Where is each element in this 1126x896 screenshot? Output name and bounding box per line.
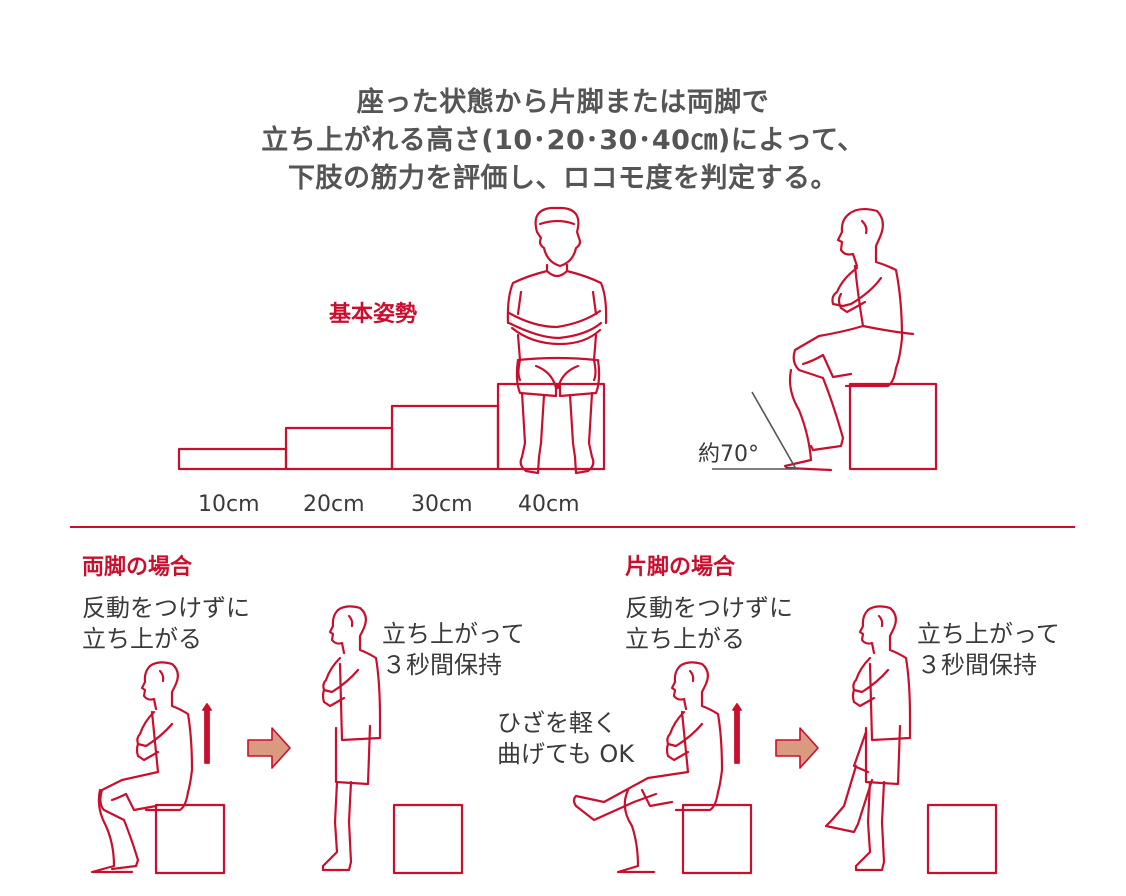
box	[681, 803, 753, 875]
up-arrow-icon	[202, 703, 212, 764]
height-label-20cm: 20cm	[303, 492, 365, 517]
page-title: 座った状態から片脚または両脚で 立ち上がれる高さ(10･20･30･40㎝)によ…	[0, 84, 1126, 198]
right-arrow-icon	[247, 727, 291, 769]
front-seated-figure-icon	[506, 206, 608, 475]
both-legs-step2-text: 立ち上がって ３秒間保持	[382, 619, 525, 681]
seat-box	[848, 382, 938, 471]
step-10cm	[177, 447, 288, 471]
up-arrow-icon	[732, 703, 742, 764]
both-legs-heading: 両脚の場合	[82, 555, 193, 580]
one-leg-note-line1: ひざを軽く	[497, 709, 617, 737]
one-leg-step2-line2: ３秒間保持	[917, 651, 1037, 679]
angle-slanted-line	[751, 391, 797, 470]
one-leg-heading: 片脚の場合	[625, 555, 736, 580]
one-leg-note-line2: 曲げても OK	[497, 740, 635, 768]
both-legs-step1-line1: 反動をつけずに	[82, 594, 250, 622]
side-seated-figure-icon	[783, 207, 938, 472]
right-arrow-icon	[775, 727, 819, 769]
height-label-40cm: 40cm	[518, 492, 580, 517]
step-30cm	[390, 404, 500, 471]
one-leg-step2-line1: 立ち上がって	[917, 620, 1060, 648]
angle-indicator	[712, 391, 798, 470]
both-legs-step2-line1: 立ち上がって	[382, 620, 525, 648]
both-legs-step2-line2: ３秒間保持	[382, 651, 502, 679]
box	[392, 803, 464, 875]
box	[154, 803, 226, 875]
one-leg-step1-text: 反動をつけずに 立ち上がる	[625, 593, 793, 655]
step-20cm	[284, 426, 394, 471]
basic-posture-label: 基本姿勢	[329, 302, 418, 327]
both-legs-seated-figure-icon	[90, 661, 226, 875]
title-line-2: 立ち上がれる高さ(10･20･30･40㎝)によって、	[261, 125, 865, 156]
one-leg-standing-figure-icon	[824, 605, 998, 875]
angle-label: 約70°	[698, 442, 759, 467]
both-legs-standing-figure-icon	[321, 605, 464, 875]
height-steps-diagram	[177, 382, 606, 471]
one-leg-step1-line1: 反動をつけずに	[625, 594, 793, 622]
one-leg-step1-line2: 立ち上がる	[625, 625, 745, 653]
height-label-10cm: 10cm	[198, 492, 260, 517]
one-leg-note-text: ひざを軽く 曲げても OK	[497, 708, 634, 770]
both-legs-step1-text: 反動をつけずに 立ち上がる	[82, 593, 250, 655]
one-leg-seated-figure-icon	[572, 661, 753, 875]
title-line-3: 下肢の筋力を評価し、ロコモ度を判定する。	[288, 163, 838, 194]
height-label-30cm: 30cm	[411, 492, 473, 517]
box	[926, 803, 998, 875]
one-leg-step2-text: 立ち上がって ３秒間保持	[917, 619, 1060, 681]
both-legs-step1-line2: 立ち上がる	[82, 625, 202, 653]
title-line-1: 座った状態から片脚または両脚で	[356, 87, 770, 118]
step-40cm	[496, 382, 606, 471]
